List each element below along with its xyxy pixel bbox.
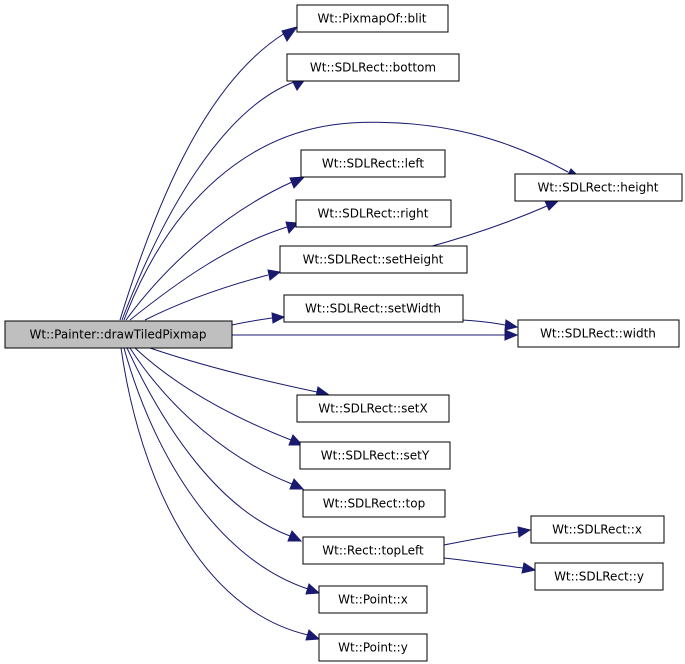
arrowhead-sdlrect-x — [517, 526, 532, 538]
arrowhead-point-y — [305, 629, 321, 641]
arrowhead-width-from-root — [504, 329, 519, 341]
edge-drawtiledpixmap-setx — [149, 347, 318, 393]
node-pixmap-blit[interactable]: Wt::PixmapOf::blit — [296, 4, 449, 33]
edge-topleft-x — [443, 531, 519, 546]
node-drawtiledpixmap[interactable]: Wt::Painter::drawTiledPixmap — [4, 320, 233, 349]
edge-drawtiledpixmap-setwidth — [231, 317, 273, 326]
edge-drawtiledpixmap-point-x — [123, 347, 309, 590]
node-rect-top[interactable]: Wt::SDLRect::top — [302, 489, 446, 518]
node-rect-bottom[interactable]: Wt::SDLRect::bottom — [286, 53, 460, 82]
node-label: Wt::SDLRect::bottom — [310, 61, 436, 75]
arrowhead-setwidth — [271, 312, 286, 324]
edge-setwidth-width — [461, 319, 506, 326]
node-rect-width[interactable]: Wt::SDLRect::width — [517, 319, 680, 348]
node-point-y[interactable]: Wt::Point::y — [318, 633, 428, 662]
node-rect-setx[interactable]: Wt::SDLRect::setX — [296, 394, 450, 423]
edge-drawtiledpixmap-point-y — [120, 347, 309, 636]
arrowhead-blit — [281, 26, 299, 42]
node-rect-setheight[interactable]: Wt::SDLRect::setHeight — [279, 245, 468, 274]
arrowhead-sety — [288, 434, 304, 446]
node-rect-setwidth[interactable]: Wt::SDLRect::setWidth — [283, 294, 464, 323]
edge-drawtiledpixmap-setheight — [144, 274, 269, 321]
arrowhead-right — [285, 221, 300, 235]
node-label: Wt::SDLRect::height — [537, 181, 658, 195]
edge-drawtiledpixmap-bottom — [121, 81, 295, 321]
node-label: Wt::SDLRect::x — [552, 523, 642, 537]
node-label: Wt::Rect::topLeft — [322, 544, 424, 558]
arrowhead-sdlrect-y — [521, 562, 537, 574]
arrowhead-point-x — [305, 583, 321, 595]
node-rect-y[interactable]: Wt::SDLRect::y — [534, 562, 664, 591]
edge-topleft-y — [443, 557, 524, 569]
node-rect-height[interactable]: Wt::SDLRect::height — [514, 173, 683, 202]
arrowhead-height-from-setheight — [544, 200, 560, 211]
edge-drawtiledpixmap-right — [129, 226, 288, 321]
node-label: Wt::SDLRect::setX — [318, 402, 427, 416]
node-label: Wt::SDLRect::setHeight — [303, 253, 444, 267]
node-point-x[interactable]: Wt::Point::x — [318, 585, 428, 614]
edge-drawtiledpixmap-left — [125, 181, 293, 321]
arrowhead-topleft — [287, 530, 303, 542]
node-label: Wt::PixmapOf::blit — [317, 12, 426, 26]
arrowhead-top — [289, 478, 305, 490]
arrowhead-left — [289, 176, 306, 189]
node-label: Wt::SDLRect::y — [554, 570, 644, 584]
node-label: Wt::SDLRect::setWidth — [305, 302, 441, 316]
edge-drawtiledpixmap-top — [129, 347, 293, 485]
node-label: Wt::SDLRect::right — [318, 207, 429, 221]
edge-drawtiledpixmap-height — [123, 121, 569, 321]
node-rect-sety[interactable]: Wt::SDLRect::setY — [299, 441, 451, 470]
node-label: Wt::Point::y — [338, 641, 408, 655]
node-rect-x[interactable]: Wt::SDLRect::x — [530, 515, 665, 544]
node-label: Wt::Point::x — [338, 593, 408, 607]
node-rect-left[interactable]: Wt::SDLRect::left — [300, 149, 446, 178]
node-rect-right[interactable]: Wt::SDLRect::right — [295, 199, 452, 228]
edge-drawtiledpixmap-topleft — [126, 347, 291, 537]
node-label: Wt::Painter::drawTiledPixmap — [30, 328, 207, 342]
arrowhead-setheight — [267, 269, 282, 281]
node-label: Wt::SDLRect::top — [323, 497, 425, 511]
edge-drawtiledpixmap-sety — [134, 347, 292, 441]
node-label: Wt::SDLRect::left — [322, 157, 425, 171]
arrowhead-width-from-setwidth — [504, 319, 519, 331]
node-rect-topleft[interactable]: Wt::Rect::topLeft — [302, 536, 445, 565]
node-label: Wt::SDLRect::width — [540, 327, 656, 341]
edge-drawtiledpixmap-blit — [119, 32, 286, 321]
node-label: Wt::SDLRect::setY — [321, 449, 430, 463]
edge-setheight-height — [424, 205, 548, 249]
